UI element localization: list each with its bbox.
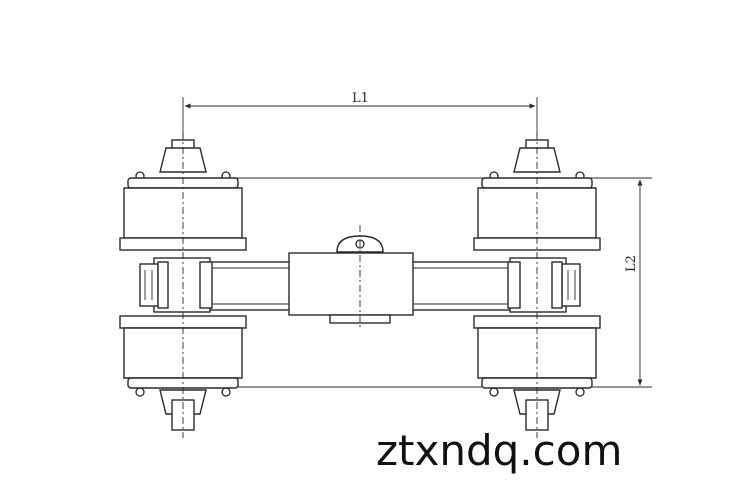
watermark-text: ztxndq.com	[376, 426, 623, 475]
right-mount-block	[507, 257, 581, 313]
left-mount-block	[139, 257, 213, 313]
dimension-l1: L1	[182, 91, 538, 140]
dimension-l2: L2	[600, 177, 652, 388]
dimension-l2-label: L2	[624, 255, 639, 272]
center-clamp	[288, 225, 414, 330]
dimension-l1-label: L1	[352, 91, 369, 106]
